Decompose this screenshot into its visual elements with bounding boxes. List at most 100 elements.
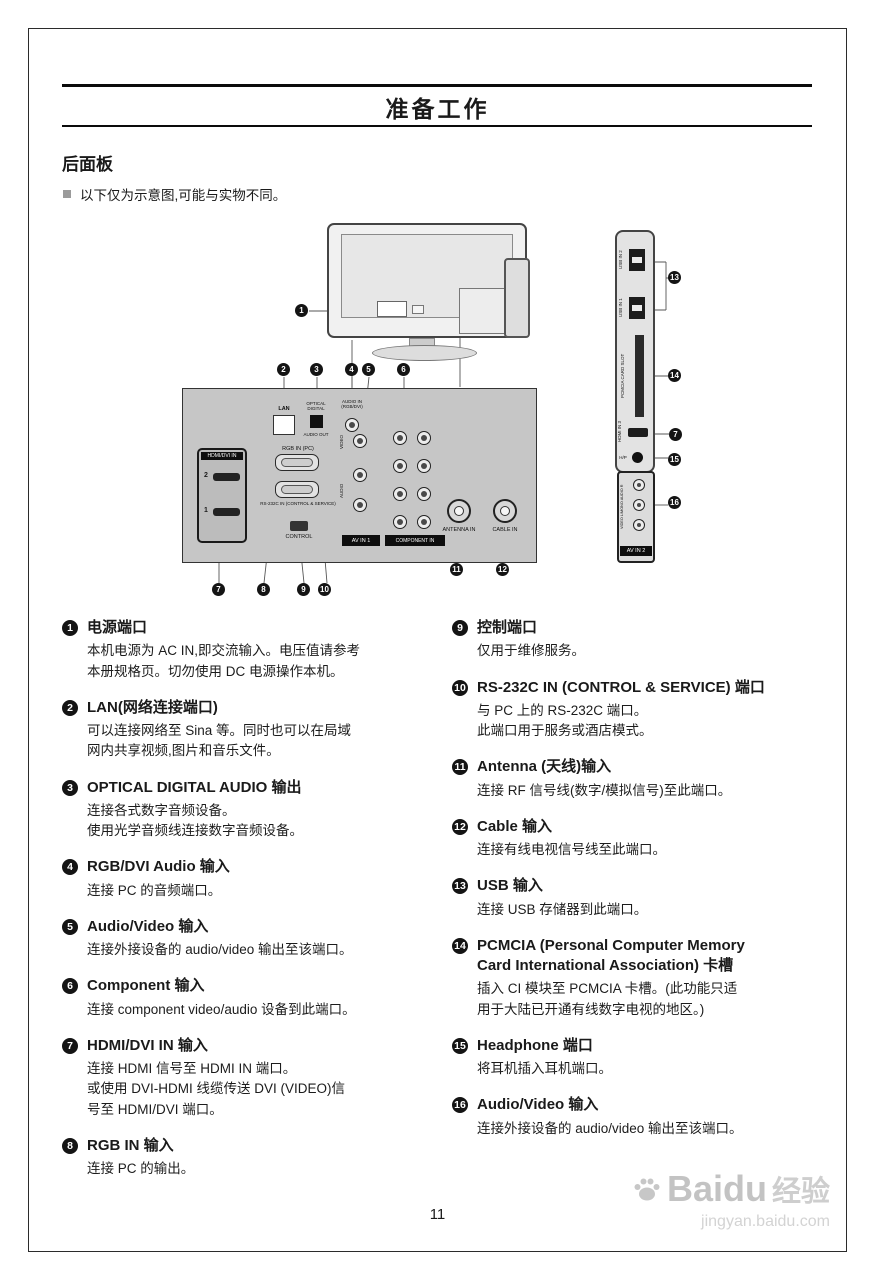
page-border-frame (28, 28, 847, 1252)
antenna-in-label: ANTENNA IN (442, 527, 476, 533)
item-number-badge: 13 (452, 878, 468, 895)
item-text: 控制端口 仅用于维修服务。 (477, 618, 585, 662)
audio-in-label-line2: (RGB/DVI) (341, 404, 363, 410)
av1-video-jack (353, 434, 367, 448)
item-text: Audio/Video 输入 连接外接设备的 audio/video 输出至该端… (477, 1095, 743, 1139)
tv-terminal-recess (459, 288, 505, 334)
port-description-item: 10 RS-232C IN (CONTROL & SERVICE) 端口 与 P… (452, 678, 814, 742)
hdmi-port-1 (213, 508, 240, 516)
audio-out-label: AUDIO OUT (303, 432, 329, 437)
lan-label: LAN (278, 406, 290, 412)
rear-panel-diagram: LAN OPTICAL DIGITAL AUDIO OUT AUDIO IN (… (172, 213, 707, 613)
item-text: OPTICAL DIGITAL AUDIO 输出 连接各式数字音频设备。 使用光… (87, 778, 303, 842)
item-title: Cable 输入 (477, 817, 553, 835)
control-port (290, 521, 308, 531)
item-text: 电源端口 本机电源为 AC IN,即交流输入。电压值请参考 本册规格页。切勿使用… (87, 618, 360, 682)
port-description-item: 13 USB 输入 连接 USB 存储器到此端口。 (452, 876, 814, 920)
port-description-item: 9 控制端口 仅用于维修服务。 (452, 618, 814, 662)
av1-video-label: VIDEO (339, 435, 344, 450)
item-title: RGB IN 输入 (87, 1136, 174, 1154)
callout-badge-av2: 16 (668, 496, 681, 509)
usb-in-1-port (629, 297, 645, 319)
watermark-url: jingyan.baidu.com (701, 1213, 830, 1230)
item-number-badge: 12 (452, 818, 468, 835)
item-text: RGB IN 输入 连接 PC 的输出。 (87, 1136, 194, 1180)
callout-badge-antenna: 11 (450, 563, 463, 576)
item-text: HDMI/DVI IN 输入 连接 HDMI 信号至 HDMI IN 端口。 或… (87, 1036, 345, 1120)
hdmi-dvi-in-block-label: HDMI/DVI IN (201, 452, 243, 460)
usb-in-2-label: USB IN 2 (618, 250, 623, 270)
av2-audio-r-jack (633, 519, 645, 531)
callout-badge-headphone: 15 (668, 453, 681, 466)
cable-connector (493, 499, 517, 523)
square-bullet-icon (63, 190, 71, 198)
component-in-bar: COMPONENT IN (385, 535, 445, 546)
item-text: Audio/Video 输入 连接外接设备的 audio/video 输出至该端… (87, 917, 353, 961)
lan-port (273, 415, 295, 435)
port-description-item: 3 OPTICAL DIGITAL AUDIO 输出 连接各式数字音频设备。 使… (62, 778, 438, 842)
component-jack (417, 431, 431, 445)
tv-side-module (504, 258, 530, 338)
component-jack (393, 431, 407, 445)
callout-badge-control: 9 (297, 583, 310, 596)
audio-in-rgb-dvi-label: AUDIO IN (RGB/DVI) (334, 399, 370, 409)
port-description-item: 12 Cable 输入 连接有线电视信号线至此端口。 (452, 817, 814, 861)
item-number-badge: 7 (62, 1037, 78, 1054)
rs232-label: RS-232C IN (CONTROL & SERVICE) (260, 501, 336, 506)
item-title: Audio/Video 输入 (87, 917, 209, 935)
av-in-2-bar: AV IN 2 (620, 546, 652, 556)
av1-audio-r-jack (353, 498, 367, 512)
callout-badge-rgb-dvi-audio: 4 (345, 363, 358, 376)
item-text: Headphone 端口 将耳机插入耳机端口。 (477, 1036, 612, 1080)
item-title: 控制端口 (477, 619, 538, 636)
port-description-item: 7 HDMI/DVI IN 输入 连接 HDMI 信号至 HDMI IN 端口。… (62, 1036, 438, 1120)
av1-audio-label: AUDIO (339, 483, 344, 499)
item-body: 连接 component video/audio 设备到此端口。 (87, 1001, 356, 1017)
description-column-left: 1 电源端口 本机电源为 AC IN,即交流输入。电压值请参考 本册规格页。切勿… (62, 618, 438, 1195)
component-jack (417, 487, 431, 501)
item-number-badge: 1 (62, 620, 78, 636)
watermark-brand-cn: 经验 (771, 1176, 830, 1208)
callout-badge-hdmi: 7 (212, 583, 225, 596)
component-jack (417, 515, 431, 529)
item-number-badge: 16 (452, 1097, 468, 1114)
port-description-item: 11 Antenna (天线)输入 连接 RF 信号线(数字/模拟信号)至此端口… (452, 757, 814, 801)
port-description-item: 5 Audio/Video 输入 连接外接设备的 audio/video 输出至… (62, 917, 438, 961)
item-body: 连接有线电视信号线至此端口。 (477, 842, 666, 857)
callout-badge-av1: 5 (362, 363, 375, 376)
item-number-badge: 2 (62, 699, 78, 716)
pcmcia-card-slot (635, 335, 644, 417)
item-body: 本机电源为 AC IN,即交流输入。电压值请参考 本册规格页。切勿使用 DC 电… (87, 643, 361, 679)
item-title: Component 输入 (87, 977, 205, 995)
callout-badge-component: 6 (397, 363, 410, 376)
item-body: 连接外接设备的 audio/video 输出至该端口。 (87, 942, 353, 957)
item-number-badge: 5 (62, 918, 78, 935)
item-body: 连接 PC 的音频端口。 (87, 882, 222, 898)
item-title: Audio/Video 输入 (477, 1096, 599, 1114)
title-rule-top (62, 84, 812, 87)
port-description-item: 15 Headphone 端口 将耳机插入耳机端口。 (452, 1036, 814, 1080)
port-description-item: 6 Component 输入 连接 component video/audio … (62, 976, 438, 1020)
item-number-badge: 3 (62, 779, 78, 796)
item-number-badge: 6 (62, 978, 78, 995)
headphone-label: H/P (619, 455, 627, 460)
note-row: 以下仅为示意图,可能与实物不同。 (63, 184, 286, 204)
item-text: PCMCIA (Personal Computer Memory Card In… (477, 936, 745, 1020)
av-in-1-bar: AV IN 1 (342, 535, 380, 546)
item-number-badge: 11 (452, 759, 468, 776)
item-body: 与 PC 上的 RS-232C 端口。 此端口用于服务或酒店模式。 (477, 702, 653, 738)
callout-badge-rs232: 10 (318, 583, 331, 596)
hdmi-port-2-number: 2 (204, 472, 208, 479)
optical-label-line2: DIGITAL (307, 406, 325, 412)
page-number: 11 (429, 1206, 446, 1223)
watermark-brand-en: Baidu (666, 1168, 767, 1209)
hdmi-in-3-port (628, 428, 648, 437)
page-title: 准备工作 (385, 96, 490, 122)
item-number-badge: 9 (452, 620, 468, 636)
rs232-connector (275, 481, 319, 498)
tv-power-inlet (412, 305, 424, 314)
component-jack (393, 487, 407, 501)
item-number-badge: 14 (452, 937, 468, 954)
av2-jack-labels: VIDEO L/MONO AUDIO R (620, 484, 624, 530)
item-body: 插入 CI 模块至 PCMCIA 卡槽。(此功能只适 用于大陆已开通有线数字电视… (477, 981, 738, 1017)
